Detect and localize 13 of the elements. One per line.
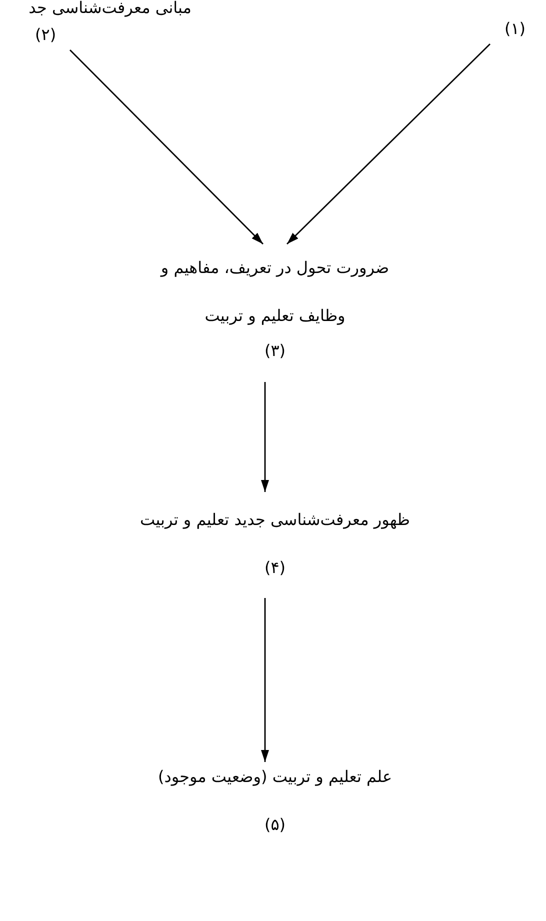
arrow [286, 44, 490, 244]
step-text: ظهور معرفت‌شناسی جدید تعلیم و تربیت [139, 509, 411, 531]
step-number: (۲) [34, 24, 58, 46]
step-text: ضرورت تحول در تعریف، مفاهیم و وظایف تعلیم و تربیت [159, 257, 390, 327]
step-number: (۳) [263, 340, 287, 362]
step-text: مبانی معرفت‌شناسی جد [28, 0, 192, 19]
arrow [261, 598, 269, 762]
step-number: (۴) [263, 557, 287, 579]
arrow [261, 382, 269, 492]
arrow [70, 50, 264, 244]
step-number: (۵) [263, 814, 287, 836]
step-text: علم تعلیم و تربیت (وضعیت موجود) [156, 766, 394, 788]
step-number: (۱) [503, 18, 527, 40]
